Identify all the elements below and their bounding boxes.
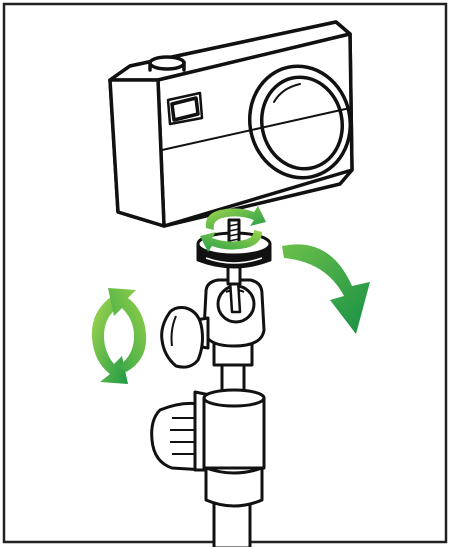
ball-head-icon bbox=[202, 256, 266, 367]
tilt-arrow-icon bbox=[282, 244, 370, 334]
camera-icon bbox=[108, 20, 354, 228]
stand-clamp-icon bbox=[150, 388, 266, 508]
rotate-knob-arrow-icon bbox=[91, 288, 147, 384]
rotate-screw-arrow-icon bbox=[200, 206, 266, 252]
locking-knob-icon bbox=[160, 306, 210, 369]
